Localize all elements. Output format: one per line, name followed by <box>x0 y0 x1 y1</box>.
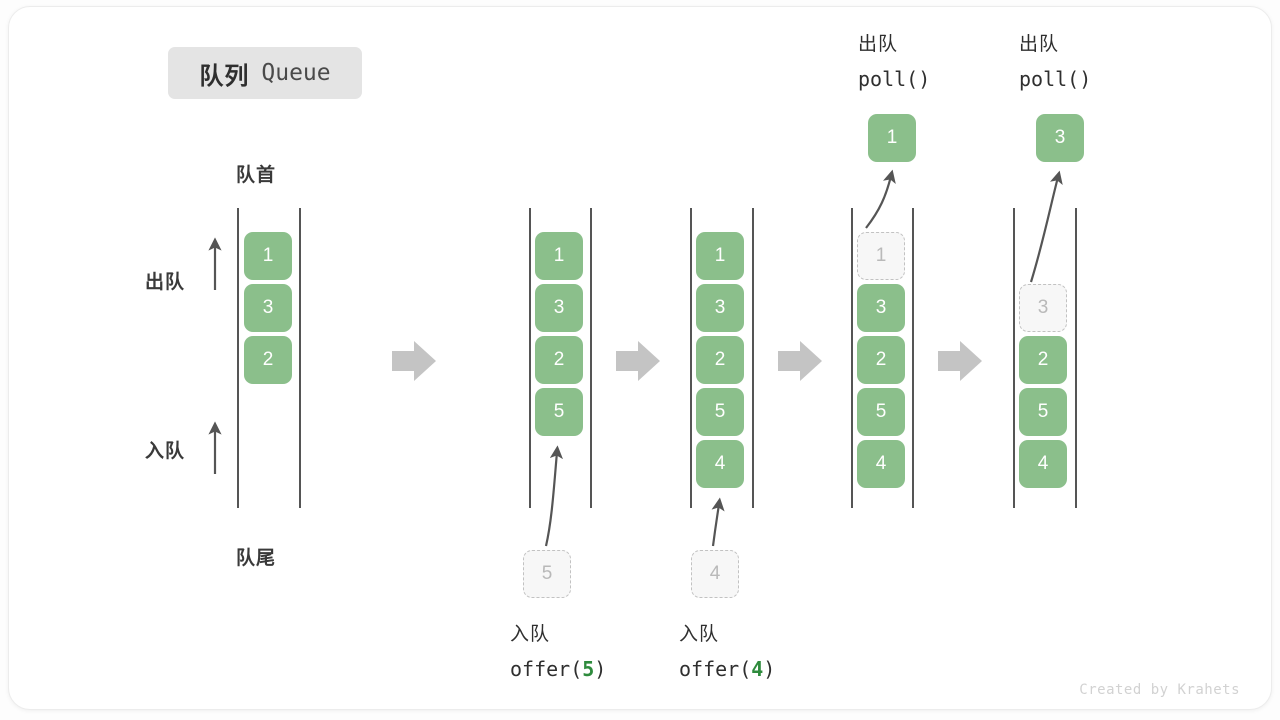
queue-rail-left <box>851 208 853 508</box>
queue-cell: 5 <box>696 388 744 436</box>
caption-cn: 入队 <box>510 624 551 645</box>
queue-rail-left <box>690 208 692 508</box>
queue-cell: 3 <box>857 284 905 332</box>
queue-rail-right <box>299 208 301 508</box>
caption-fn-prefix: offer( <box>510 657 583 681</box>
caption-fn: poll() <box>858 62 930 98</box>
caption-cn: 出队 <box>858 34 899 55</box>
queue-cell: 4 <box>696 440 744 488</box>
caption-fn-prefix: poll( <box>1019 67 1080 91</box>
caption-fn: offer(5) <box>510 652 606 688</box>
caption-poll-1: 出队 poll() <box>858 28 930 98</box>
caption-fn-prefix: poll( <box>858 67 919 91</box>
queue-rail-left <box>1013 208 1015 508</box>
queue-cell: 4 <box>857 440 905 488</box>
queue-cell: 5 <box>535 388 583 436</box>
queue-cell: 2 <box>857 336 905 384</box>
queue-cell: 1 <box>696 232 744 280</box>
queue-cell: 2 <box>696 336 744 384</box>
caption-fn-suffix: ) <box>1079 67 1092 91</box>
caption-cn: 出队 <box>1019 34 1060 55</box>
label-queue-rear: 队尾 <box>236 548 277 569</box>
queue-cell: 1 <box>857 232 905 280</box>
caption-fn: offer(4) <box>679 652 775 688</box>
queue-rail-right <box>1075 208 1077 508</box>
queue-rail-left <box>237 208 239 508</box>
queue-rail-left <box>529 208 531 508</box>
caption-fn-suffix: ) <box>918 67 931 91</box>
caption-fn-suffix: ) <box>594 657 607 681</box>
caption-offer-5: 入队 offer(5) <box>510 618 606 688</box>
caption-fn-suffix: ) <box>763 657 776 681</box>
caption-fn-arg: 5 <box>582 657 595 681</box>
queue-cell: 3 <box>244 284 292 332</box>
caption-offer-4: 入队 offer(4) <box>679 618 775 688</box>
queue-rail-right <box>752 208 754 508</box>
queue-rail-right <box>912 208 914 508</box>
caption-poll-3: 出队 poll() <box>1019 28 1091 98</box>
queue-cell: 3 <box>696 284 744 332</box>
queue-cell: 2 <box>1019 336 1067 384</box>
outgoing-cell: 1 <box>868 114 916 162</box>
label-dequeue-direction: 出队 <box>145 272 186 293</box>
watermark-credit: Created by Krahets <box>1079 682 1240 698</box>
diagram-title-en: Queue <box>261 60 331 86</box>
incoming-ghost-cell: 4 <box>691 550 739 598</box>
incoming-ghost-cell: 5 <box>523 550 571 598</box>
diagram-title-badge: 队列 Queue <box>168 47 362 99</box>
queue-cell: 3 <box>535 284 583 332</box>
outgoing-cell: 3 <box>1036 114 1084 162</box>
diagram-card <box>8 6 1272 710</box>
queue-cell: 4 <box>1019 440 1067 488</box>
label-enqueue-direction: 入队 <box>145 441 186 462</box>
queue-cell: 1 <box>244 232 292 280</box>
caption-fn-prefix: offer( <box>679 657 752 681</box>
queue-rail-right <box>590 208 592 508</box>
queue-cell: 3 <box>1019 284 1067 332</box>
caption-fn: poll() <box>1019 62 1091 98</box>
queue-cell: 2 <box>535 336 583 384</box>
diagram-title-cn: 队列 <box>199 62 250 90</box>
caption-cn: 入队 <box>679 624 720 645</box>
queue-cell: 5 <box>1019 388 1067 436</box>
label-queue-front: 队首 <box>236 165 277 186</box>
queue-cell: 1 <box>535 232 583 280</box>
queue-cell: 2 <box>244 336 292 384</box>
caption-fn-arg: 4 <box>751 657 764 681</box>
queue-cell: 5 <box>857 388 905 436</box>
